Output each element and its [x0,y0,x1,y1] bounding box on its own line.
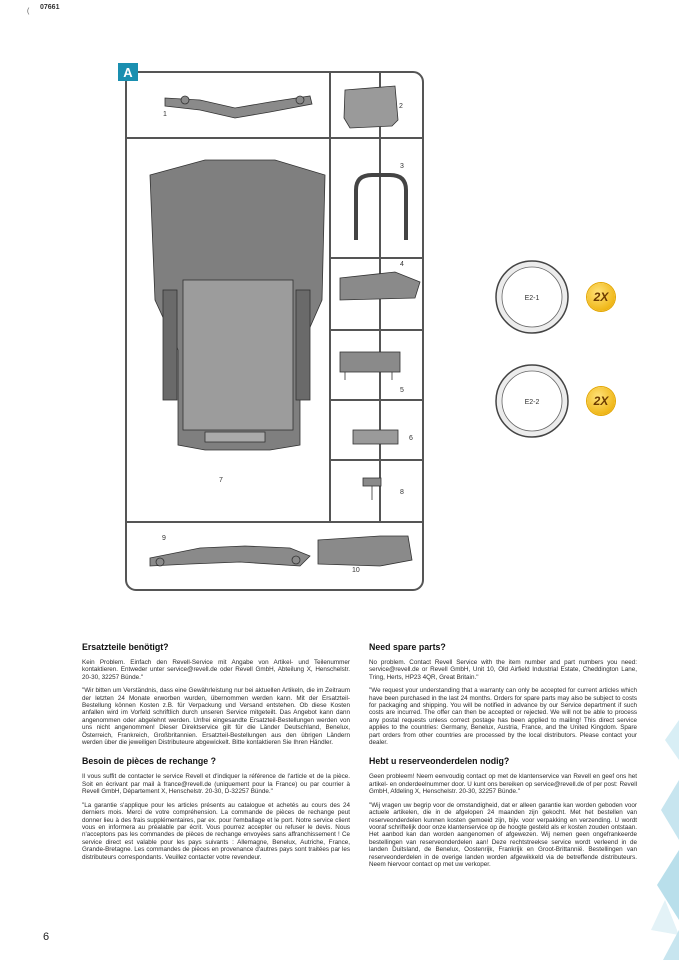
section-nl-paragraph-1: Geen probleem! Neem eenvoudig contact op… [369,773,637,796]
part-7-chassis [149,159,326,451]
part-4 [339,271,421,301]
column-right: Need spare parts? No problem. Contact Re… [369,642,637,874]
part-number-7: 7 [219,477,223,484]
column-left: Ersatzteile benötigt? Kein Problem. Einf… [82,642,350,867]
part-number-6: 6 [409,435,413,442]
page-number: 6 [43,931,50,943]
part-1-axle [164,95,313,119]
part-9-axle [149,545,311,567]
corner-mark: ( [27,8,30,15]
section-fr-paragraph-2: "La garantie s'applique pour les article… [82,801,350,861]
section-de-paragraph-2: "Wir bitten um Verständnis, dass eine Ge… [82,687,350,747]
ring-e2-2: E2-2 [495,364,569,438]
part-3-bumper [354,173,408,240]
sprue-letter-badge: A [118,63,138,81]
section-fr-paragraph-1: Il vous suffit de contacter le service R… [82,773,350,796]
part-number-1: 1 [163,111,167,118]
section-nl-paragraph-2: "Wij vragen uw begrip voor de omstandigh… [369,801,637,868]
section-title-nl: Hebt u reserveonderdelen nodig? [369,756,510,767]
part-8 [362,477,382,500]
part-2 [343,85,399,129]
article-code: 07661 [40,4,60,11]
sprue-diagram: A [118,63,569,591]
part-number-8: 8 [400,489,404,496]
section-title-de: Ersatzteile benötigt? [82,642,169,652]
ring-label-2: E2-2 [525,399,540,406]
section-title-en: Need spare parts? [369,642,446,652]
part-number-2: 2 [399,103,403,110]
part-5 [339,351,401,380]
part-number-9: 9 [162,535,166,542]
part-number-4: 4 [400,261,404,268]
ring-e2-1: E2-1 [495,260,569,334]
quantity-badge-2: 2X [587,387,615,415]
section-title-fr: Besoin de pièces de rechange ? [82,756,216,767]
part-number-3: 3 [400,163,404,170]
section-en-paragraph-1: No problem. Contact Revell Service with … [369,659,637,681]
part-number-10: 10 [352,567,360,574]
part-number-5: 5 [400,387,404,394]
section-en-paragraph-2: "We request your understanding that a wa… [369,687,637,747]
ring-label-1: E2-1 [525,295,540,302]
part-6 [352,429,399,445]
part-10 [317,535,413,567]
decorative-triangles [651,720,679,960]
quantity-badge-1: 2X [587,283,615,311]
section-de-paragraph-1: Kein Problem. Einfach den Revell-Service… [82,659,350,681]
sprue-letter: A [123,65,133,80]
